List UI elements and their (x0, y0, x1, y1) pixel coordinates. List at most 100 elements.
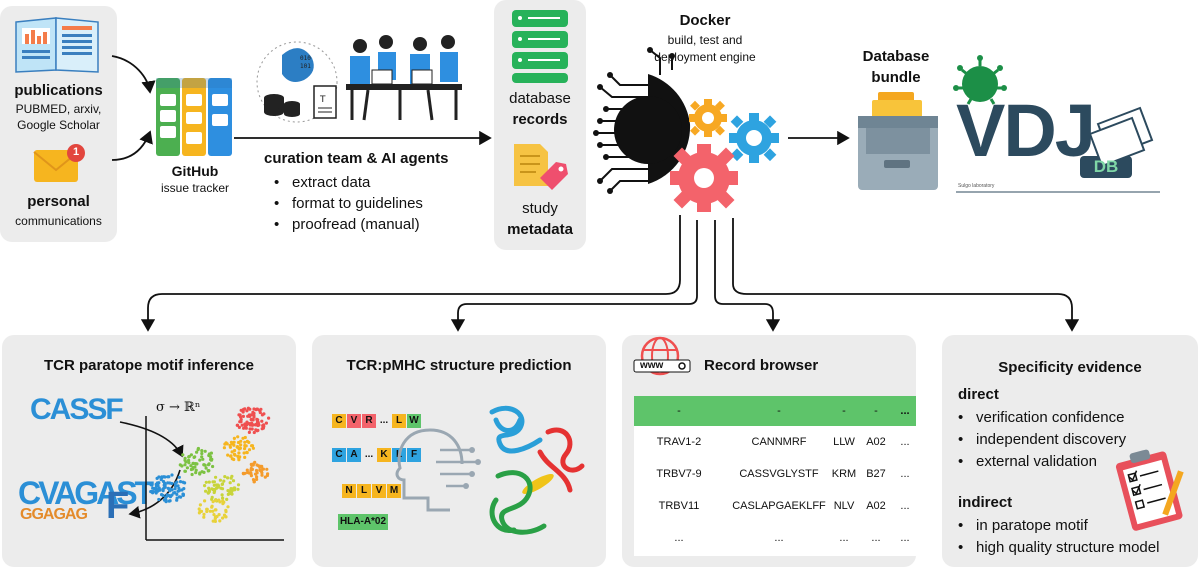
scatter-point (245, 420, 249, 424)
svg-text:101: 101 (300, 63, 311, 70)
table-row[interactable]: ... ... ... ... ... (634, 520, 916, 556)
publications-sub2: Google Scholar (17, 118, 100, 132)
scatter-point (229, 440, 233, 444)
scatter-point (190, 472, 194, 477)
scatter-point (151, 486, 155, 490)
table-row[interactable]: TRBV7-9 CASSVGLYSTF KRM B27 ... (634, 456, 916, 492)
motif-mapping: σ → ℝⁿ (156, 400, 201, 415)
bundle-title2: bundle (871, 69, 921, 86)
aa-cell: A (347, 448, 361, 462)
scatter-point (222, 446, 226, 450)
scatter-point (165, 494, 169, 498)
scatter-point (224, 515, 228, 519)
motif-logo-top: CVAGAST (18, 475, 154, 511)
scatter-point (155, 481, 159, 485)
scatter-point (161, 479, 166, 484)
scatter-point (198, 458, 202, 462)
scatter-point (239, 417, 243, 422)
table-cell: ... (900, 532, 910, 544)
scatter-point (258, 464, 262, 468)
scatter-point (223, 442, 227, 446)
aa-cell: F (407, 448, 421, 462)
scatter-point (255, 475, 259, 479)
scatter-point (243, 407, 247, 411)
scatter-point (254, 468, 259, 473)
scatter-point (247, 430, 251, 434)
scatter-point (162, 483, 166, 487)
scatter-point (168, 499, 172, 503)
scatter-point (259, 407, 263, 411)
header-cell[interactable]: - (777, 405, 781, 417)
table-cell: CASLAPGAEKLFF (732, 500, 826, 512)
scatter-point (243, 424, 247, 429)
scatter-point (214, 486, 219, 490)
scatter-point (235, 423, 239, 427)
curation-title: curation team & AI agents (264, 150, 449, 167)
header-cell[interactable]: - (842, 405, 846, 417)
scatter-point (262, 412, 266, 416)
scatter-point (253, 472, 258, 476)
specificity-title: Specificity evidence (998, 359, 1142, 376)
scatter-point (241, 409, 245, 414)
records-line1: database (509, 90, 571, 107)
scatter-point (149, 482, 153, 486)
scatter-point (180, 488, 184, 492)
scatter-point (183, 463, 187, 467)
scatter-point (202, 470, 206, 474)
scatter-point (187, 454, 191, 459)
scatter-point (258, 468, 262, 472)
scatter-point (221, 496, 225, 500)
scatter-point (196, 446, 200, 451)
scatter-point (213, 519, 217, 524)
personal-sub: communications (15, 214, 102, 228)
scatter-point (212, 513, 216, 517)
scatter-point (245, 451, 249, 455)
scatter-point (206, 469, 210, 473)
scatter-point (175, 492, 179, 496)
scatter-point (193, 462, 198, 466)
curation-item: proofread (manual) (274, 214, 494, 235)
scatter-point (200, 455, 204, 459)
header-cell[interactable]: - (677, 405, 681, 417)
aa-cell: R (362, 414, 376, 428)
scatter-point (164, 500, 168, 504)
scatter-point (210, 495, 214, 499)
scatter-point (248, 407, 252, 411)
scatter-point (202, 463, 206, 467)
scatter-point (207, 480, 211, 484)
scatter-point (203, 449, 207, 453)
table-row[interactable]: TRAV1-2 CANNMRF LLW A02 ... (634, 424, 916, 460)
scatter-point (221, 499, 225, 503)
scatter-point (226, 489, 230, 493)
direct-title: direct (958, 386, 999, 403)
table-row[interactable]: TRBV11 CASLAPGAEKLFF NLV A02 ... (634, 488, 916, 524)
scatter-point (194, 471, 198, 475)
indirect-list: in paratope motif high quality structure… (958, 515, 1194, 559)
scatter-point (214, 498, 218, 503)
curation-item: format to guidelines (274, 193, 494, 214)
scatter-point (258, 410, 262, 415)
scatter-point (214, 475, 218, 479)
scatter-point (226, 453, 230, 457)
scatter-point (260, 427, 264, 431)
bundle-title1: Database (862, 48, 930, 65)
scatter-point (204, 480, 208, 484)
vdj-logo-text: VDJ (956, 89, 1096, 172)
browser-title: Record browser (704, 357, 819, 374)
aa-cell: C (332, 448, 346, 462)
scatter-point (232, 436, 236, 440)
hla-badge: HLA-A*02 (338, 514, 388, 530)
table-cell: TRAV1-2 (656, 436, 702, 448)
scatter-point (232, 440, 236, 444)
docker-sub1: build, test and (667, 33, 743, 47)
header-cell[interactable]: ... (900, 405, 910, 417)
motif-logo-bottom: GGAGAG (20, 506, 88, 523)
header-cell[interactable]: - (874, 405, 878, 417)
